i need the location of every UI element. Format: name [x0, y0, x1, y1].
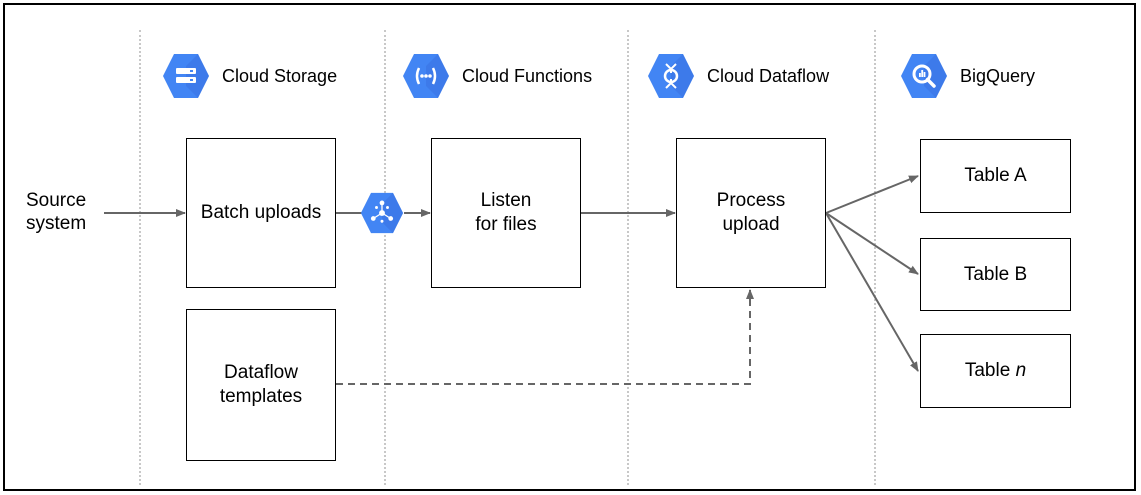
service-label: Cloud Dataflow	[707, 65, 830, 86]
column-divider	[139, 30, 141, 485]
arrow-to-table-b	[825, 212, 919, 275]
table-n-italic: n	[1015, 360, 1027, 381]
cloud-dataflow-icon	[648, 54, 694, 98]
table-a-box: Table A	[920, 139, 1071, 213]
listen-for-files-label: Listen for files	[475, 190, 537, 235]
batch-uploads-label: Batch uploads	[200, 202, 322, 223]
bigquery-icon	[901, 54, 947, 98]
dataflow-templates-label: Dataflow templates	[219, 362, 303, 407]
column-divider	[874, 30, 876, 485]
column-divider	[627, 30, 629, 485]
cloud-storage-icon	[163, 54, 209, 98]
table-b-label: Table B	[963, 263, 1028, 285]
service-header-cloud-functions: Cloud Functions	[402, 52, 592, 100]
column-divider	[384, 30, 386, 485]
table-a-label: Table A	[964, 165, 1027, 186]
service-label: BigQuery	[960, 65, 1036, 86]
cloud-functions-icon	[403, 54, 449, 98]
source-system-label: Source system	[26, 190, 87, 234]
service-header-cloud-dataflow: Cloud Dataflow	[647, 52, 829, 100]
diagram-frame	[3, 3, 1136, 491]
service-label: Cloud Storage	[222, 65, 338, 86]
arrow-to-table-n	[825, 212, 919, 372]
process-upload-label: Process upload	[716, 190, 786, 235]
dataflow-templates-box: Dataflow templates	[186, 309, 336, 461]
pubsub-icon	[360, 192, 404, 234]
table-n-box: Table n	[920, 334, 1071, 408]
service-header-cloud-storage: Cloud Storage	[162, 52, 337, 100]
service-label: Cloud Functions	[462, 65, 593, 86]
listen-for-files-box: Listen for files	[431, 138, 581, 288]
table-n-label: Table n	[965, 359, 1026, 383]
table-n-prefix: Table	[964, 360, 1016, 381]
service-header-bigquery: BigQuery	[900, 52, 1035, 100]
table-b-box: Table B	[920, 238, 1071, 311]
arrow-to-table-a	[825, 175, 919, 214]
process-upload-box: Process upload	[676, 138, 826, 288]
dashed-arrow-templates-to-process	[336, 289, 754, 385]
batch-uploads-box: Batch uploads	[186, 138, 336, 288]
